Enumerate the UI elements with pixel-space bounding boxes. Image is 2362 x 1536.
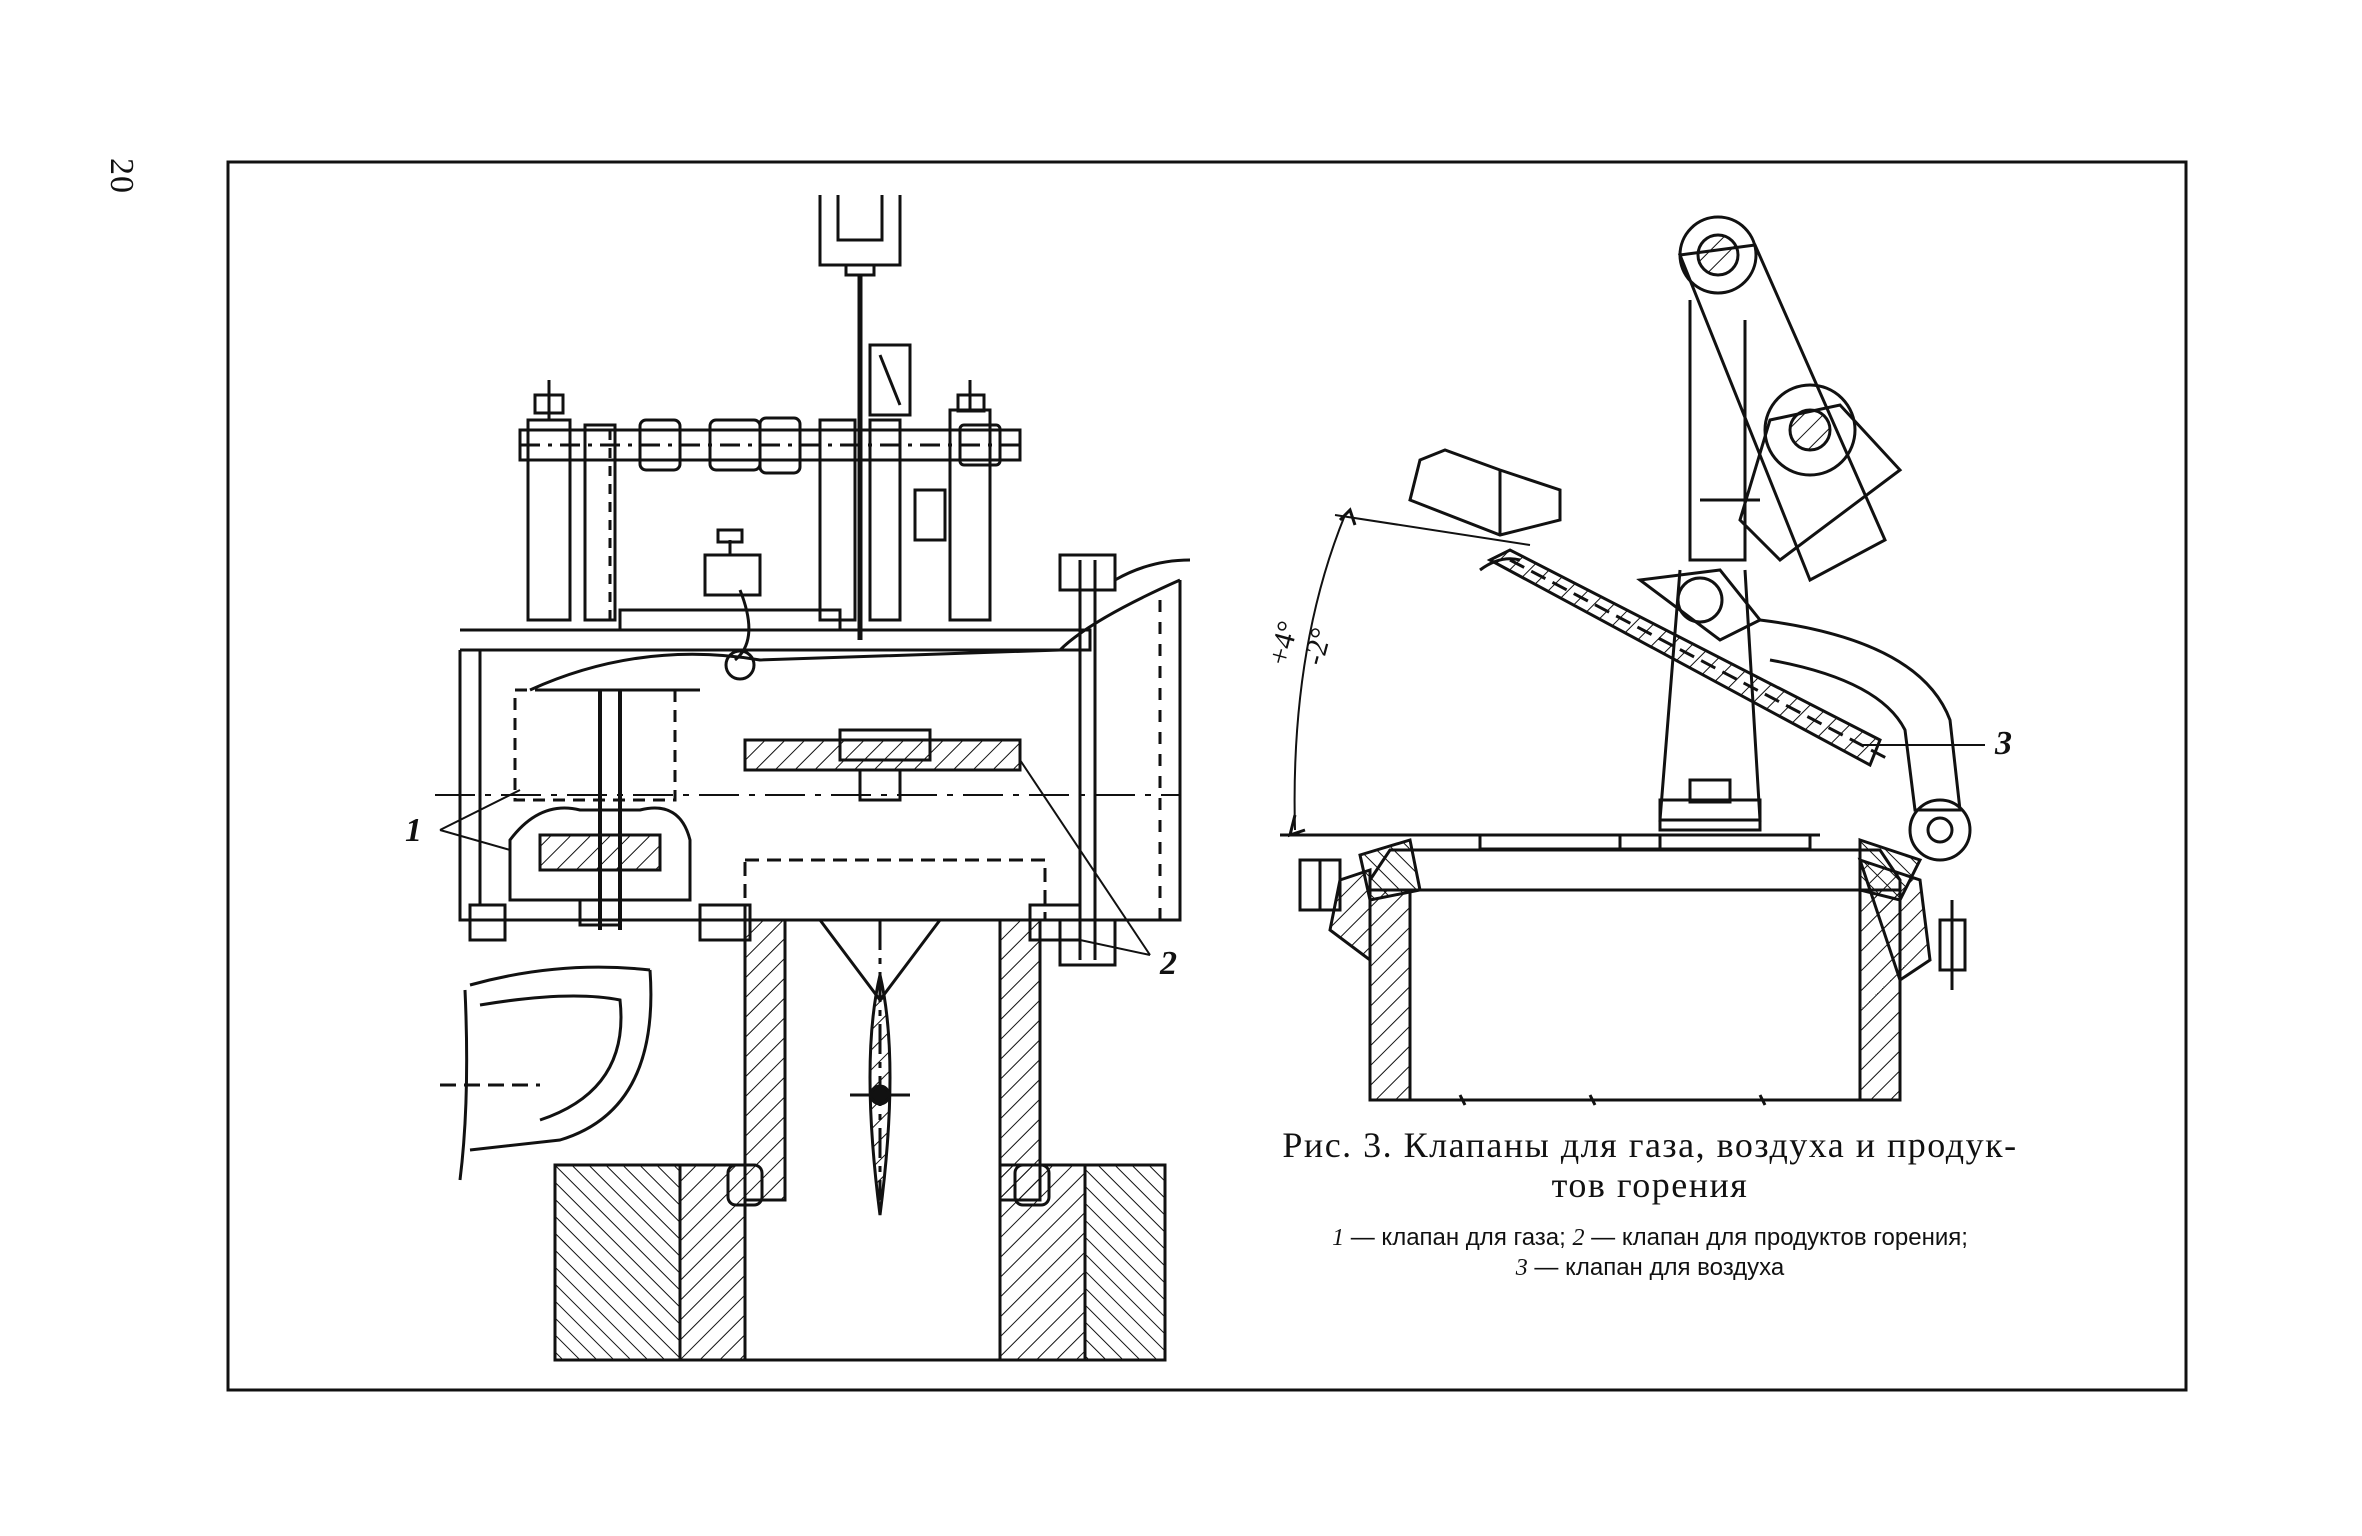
gas-and-flue-valve-assembly: [435, 195, 1191, 1362]
legend-text-1: — клапан для газа;: [1350, 1224, 1566, 1251]
callout-flue-valve: 2: [1160, 945, 1177, 982]
legend-num-1: 1: [1332, 1225, 1345, 1251]
legend-num-3: 3: [1515, 1255, 1528, 1281]
legend-text-3: — клапан для воздуха: [1534, 1254, 1785, 1281]
air-valve-assembly: [1280, 215, 1985, 1106]
legend-text-2: — клапан для продуктов горения;: [1591, 1224, 1968, 1251]
callout-air-valve: 3: [1995, 725, 2012, 762]
caption-title-line-2: тов горения: [1551, 1165, 1749, 1205]
figure-caption: Рис. 3. Клапаны для газа, воздуха и прод…: [1210, 1125, 2090, 1283]
figure-frame: [226, 160, 2188, 1392]
caption-legend: 1 — клапан для газа; 2 — клапан для прод…: [1210, 1223, 2090, 1283]
caption-title-line-1: Рис. 3. Клапаны для газа, воздуха и прод…: [1282, 1125, 2018, 1165]
legend-num-2: 2: [1572, 1225, 1585, 1251]
callout-gas-valve: 1: [405, 812, 422, 849]
